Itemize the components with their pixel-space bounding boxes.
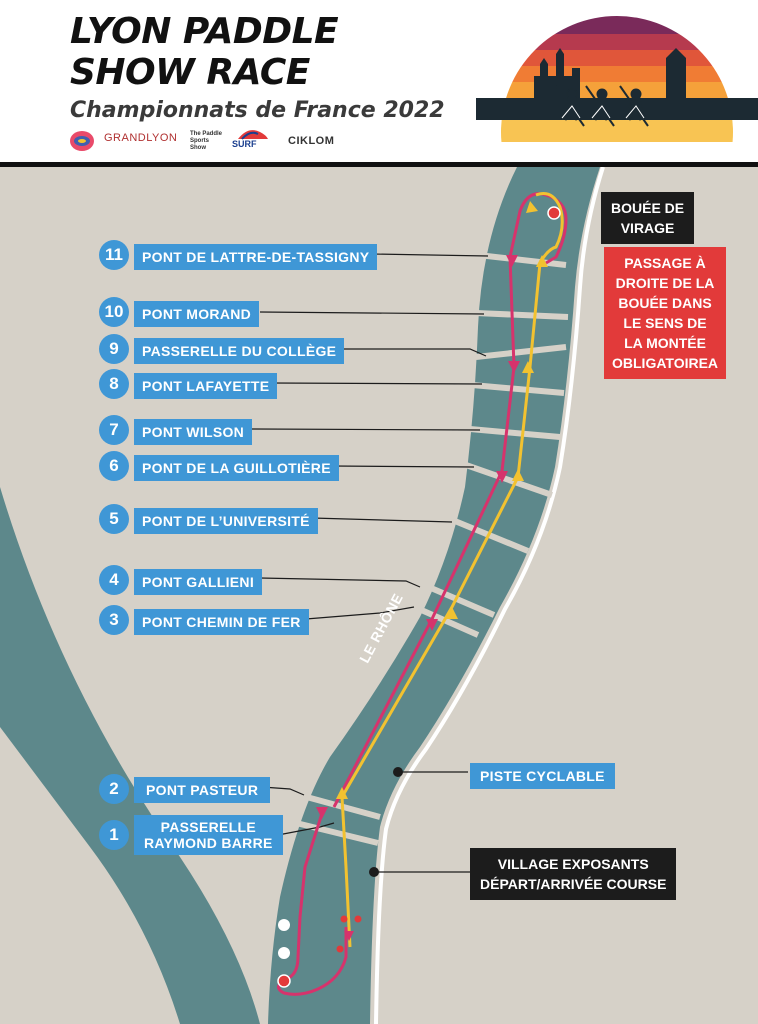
bridge-9-label: PASSERELLE DU COLLÈGE: [134, 338, 345, 364]
route-arrows: [316, 201, 548, 941]
bridge-1-number: 1: [99, 820, 129, 850]
white-buoy-2: [278, 947, 290, 959]
bike-path-label: PISTE CYCLABLE: [470, 763, 615, 789]
header-divider: [0, 162, 758, 167]
bridge-4-stripe: [422, 582, 496, 618]
sponsor-grandlyon: GRANDLYON: [104, 132, 178, 144]
sunset-paddlers-emblem: [476, 16, 758, 142]
subtitle: Championnats de France 2022: [70, 98, 445, 123]
title-line-2: SHOW RACE: [70, 52, 310, 93]
bridge-7-stripe: [469, 426, 561, 440]
sponsor-paddle-sports-show: The Paddle Sports Show: [190, 131, 223, 151]
passage-line-3: BOUÉE DANS: [618, 295, 712, 311]
sponsor-ciklom: CIKLOM: [288, 135, 335, 147]
bridge-10-label: PONT MORAND: [134, 301, 260, 327]
pink-route-return: [277, 806, 348, 996]
sponsor-surf: SURF: [232, 139, 257, 149]
saone-water: [0, 487, 260, 1024]
bouee-line-2: VIRAGE: [620, 220, 675, 236]
village-marker: [369, 867, 379, 877]
bridge-2-label: PONT PASTEUR: [134, 777, 271, 803]
bridge-4-label: PONT GALLIENI: [134, 569, 263, 595]
bridge-5-number: 5: [99, 504, 129, 534]
bridge-11-number: 11: [99, 240, 129, 270]
bridge-5-label: PONT DE L’UNIVERSITÉ: [134, 508, 318, 534]
bridge-2-number: 2: [99, 774, 129, 804]
passage-line-5: LA MONTÉE: [624, 335, 706, 351]
bridge-3-number: 3: [99, 605, 129, 635]
village-box: VILLAGE EXPOSANTS DÉPART/ARRIVÉE COURSE: [470, 848, 677, 900]
passage-line-1: PASSAGE À: [624, 255, 706, 271]
bike-path-line: [374, 167, 605, 1024]
bridge-11-label: PONT DE LATTRE-DE-TASSIGNY: [134, 244, 378, 270]
bridge-7-label: PONT WILSON: [134, 419, 253, 445]
bridge-4-number: 4: [99, 565, 129, 595]
red-marker-2: [354, 915, 362, 923]
bridge-1-label-line-2: RAYMOND BARRE: [144, 835, 273, 851]
bridge-6-stripe: [465, 462, 553, 498]
village-line-1: VILLAGE EXPOSANTS: [497, 856, 649, 872]
white-buoy-1: [278, 919, 290, 931]
bridge-6-number: 6: [99, 451, 129, 481]
red-marker-3: [336, 945, 344, 953]
bridge-1-label-line-1: PASSERELLE: [160, 819, 256, 835]
turning-buoy-box: BOUÉE DE VIRAGE: [601, 192, 695, 244]
leader-lines: [247, 253, 489, 873]
bouee-line-1: BOUÉE DE: [611, 200, 685, 216]
bridge-10-number: 10: [99, 297, 129, 327]
paddle-logo-icon: [70, 131, 94, 151]
red-marker-1: [340, 915, 348, 923]
bridge-7-number: 7: [99, 415, 129, 445]
bridge-3-label: PONT CHEMIN DE FER: [134, 609, 309, 635]
passage-line-4: LE SENS DE: [623, 315, 707, 331]
bike-path-marker: [393, 767, 403, 777]
bridge-9-number: 9: [99, 334, 129, 364]
header: LYON PADDLE SHOW RACE Championnats de Fr…: [0, 0, 758, 163]
bridge-9-stripe: [475, 344, 567, 360]
bridge-10-stripe: [475, 310, 569, 320]
bridge-1-stripe: [287, 818, 379, 846]
village-line-2: DÉPART/ARRIVÉE COURSE: [480, 876, 667, 892]
surf-wave-icon: [238, 130, 268, 140]
bridge-6-label: PONT DE LA GUILLOTIÈRE: [134, 455, 339, 481]
passage-line-2: DROITE DE LA: [615, 275, 715, 291]
title-line-1: LYON PADDLE: [70, 11, 339, 52]
bridge-8-number: 8: [99, 369, 129, 399]
bridge-stripes: [287, 252, 569, 846]
passage-line-6: OBLIGATOIREA: [612, 355, 719, 371]
start-buoy: [277, 974, 291, 988]
bridge-8-label: PONT LAFAYETTE: [134, 373, 278, 399]
bridge-8-stripe: [471, 382, 565, 396]
bridge-11-stripe: [477, 252, 567, 268]
bridge-1-label: PASSERELLE RAYMOND BARRE: [134, 815, 283, 855]
turning-buoy: [547, 206, 561, 220]
passage-rule-box: PASSAGE À DROITE DE LA BOUÉE DANS LE SEN…: [604, 247, 727, 379]
